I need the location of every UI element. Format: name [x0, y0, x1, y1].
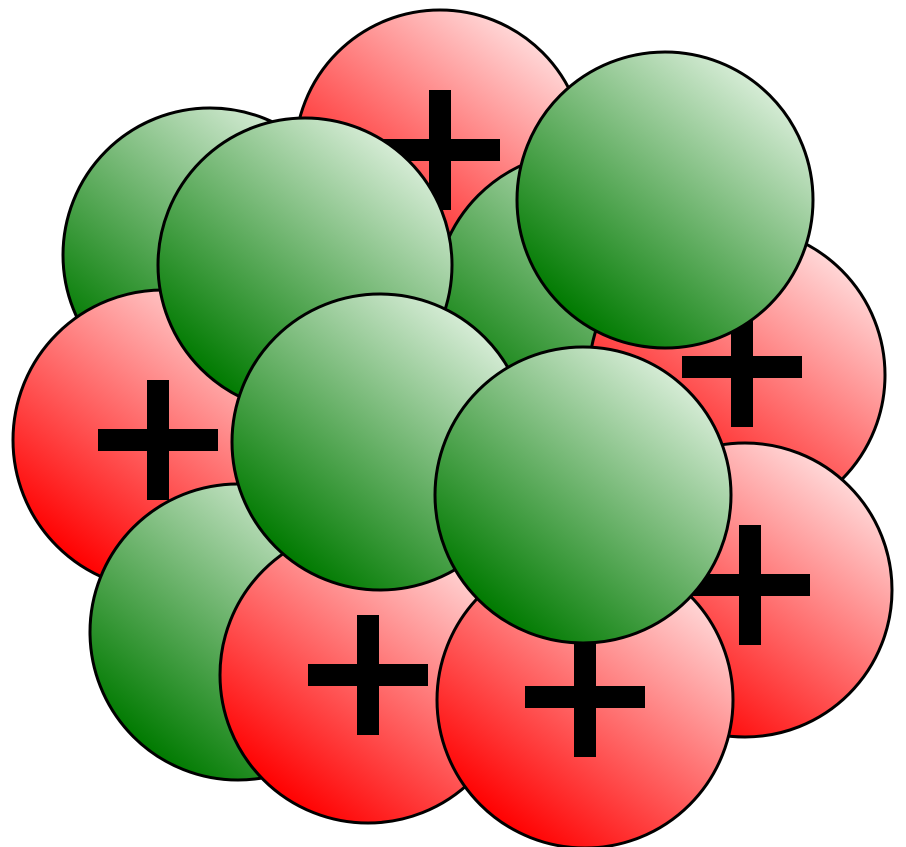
neutron-sphere: [517, 52, 813, 348]
neutron-4: [517, 52, 813, 348]
particle-group: [13, 10, 892, 847]
neutron-7: [435, 347, 731, 643]
neutron-sphere: [435, 347, 731, 643]
